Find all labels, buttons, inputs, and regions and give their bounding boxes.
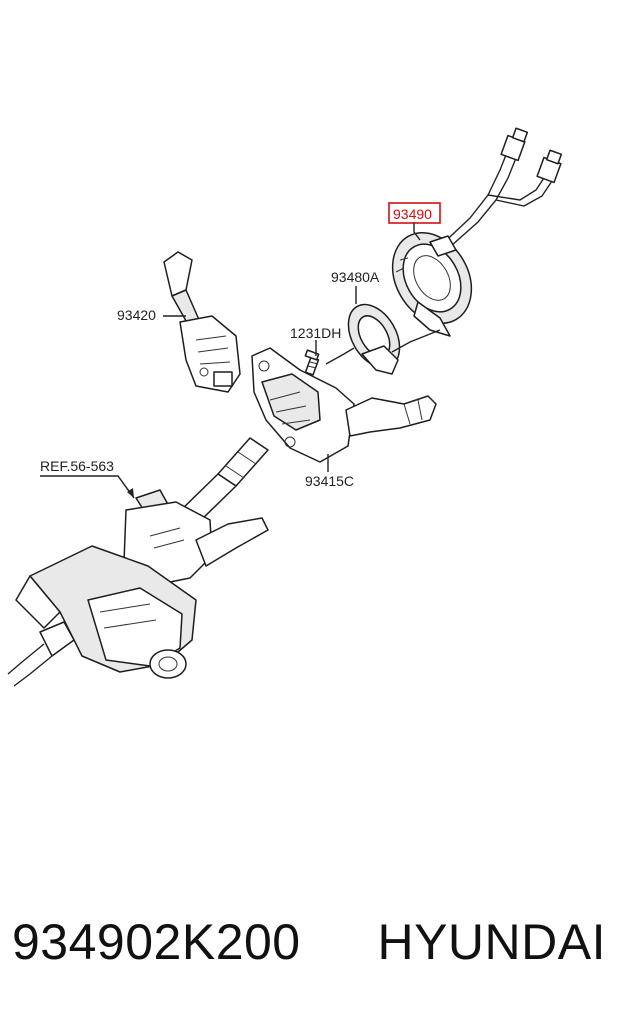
cancel-cam-ring (347, 303, 401, 375)
bolt (304, 349, 320, 376)
label-93490: 93490 (393, 206, 432, 222)
label-93415c: 93415C (305, 473, 354, 489)
leader-lines (40, 222, 441, 499)
label-93420: 93420 (117, 307, 156, 323)
clock-spring-harness (435, 127, 563, 255)
clock-spring (391, 231, 473, 337)
part-number: 934902K200 (12, 914, 301, 970)
left-switch (163, 251, 241, 393)
label-ref: REF.56-563 (40, 458, 114, 474)
label-93480a: 93480A (331, 269, 380, 285)
label-1231dh: 1231DH (290, 325, 341, 341)
brand-name: HYUNDAI (377, 914, 606, 970)
switch-body (251, 347, 437, 463)
caption: 934902K200 HYUNDAI (0, 902, 620, 982)
highlight-box (388, 202, 441, 224)
steering-column (7, 437, 269, 687)
